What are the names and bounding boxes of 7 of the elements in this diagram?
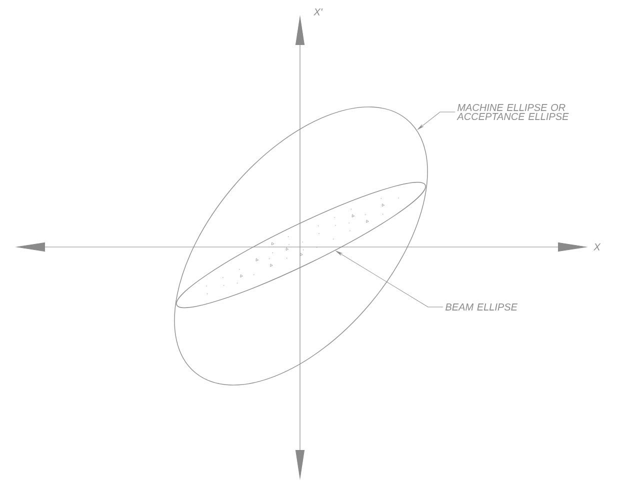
callout-text: BEAM ELLIPSE — [446, 303, 518, 311]
axis-label: X — [593, 244, 601, 250]
leader-line — [418, 112, 456, 130]
axis-label: X' — [314, 8, 323, 16]
leader-line — [336, 251, 444, 308]
beam-ellipse — [176, 182, 426, 308]
callout-text: MACHINE ELLIPSE OR ACCEPTANCE ELLIPSE — [456, 104, 569, 120]
